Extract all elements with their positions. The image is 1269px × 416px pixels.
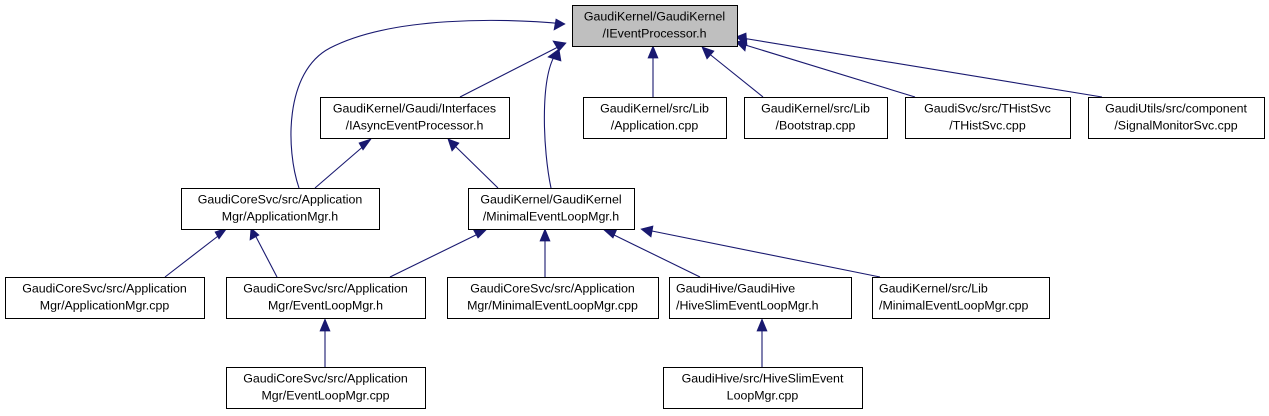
- dependency-edge: [290, 19, 566, 189]
- graph-node-applicationmgr-cpp[interactable]: GaudiCoreSvc/src/ApplicationMgr/Applicat…: [5, 277, 205, 319]
- dependency-edge: [164, 232, 223, 278]
- node-label-line1: GaudiCoreSvc/src/Application: [22, 282, 187, 296]
- node-label-line1: GaudiKernel/src/Lib: [879, 282, 988, 296]
- arrowhead-icon: [756, 318, 768, 332]
- node-label-line2: /Bootstrap.cpp: [776, 118, 856, 132]
- dependency-edge: [459, 45, 561, 98]
- dependency-edge: [314, 143, 367, 189]
- node-box: [572, 5, 738, 47]
- arrowhead-icon: [472, 228, 487, 239]
- graph-node-applicationmgr-h[interactable]: GaudiCoreSvc/src/ApplicationMgr/Applicat…: [181, 188, 380, 230]
- node-label-line1: GaudiHive/src/HiveSlimEvent: [682, 372, 844, 386]
- node-label-line2: /THistSvc.cpp: [949, 118, 1026, 132]
- graph-node-iasynceventprocessor[interactable]: GaudiKernel/Gaudi/Interfaces/IAsyncEvent…: [320, 97, 510, 139]
- graph-node-bootstrap-cpp[interactable]: GaudiKernel/src/Lib/Bootstrap.cpp: [744, 97, 888, 139]
- node-label-line1: GaudiKernel/GaudiKernel: [480, 193, 621, 207]
- node-label-line2: /MinimalEventLoopMgr.h: [483, 209, 619, 223]
- graph-node-hiveslimeventloopmgr-h[interactable]: GaudiHive/GaudiHive/HiveSlimEventLoopMgr…: [669, 277, 852, 319]
- arrowhead-icon: [539, 228, 551, 242]
- node-layer: GaudiKernel/GaudiKernel/IEventProcessor.…: [5, 5, 1265, 409]
- node-label-line1: GaudiSvc/src/THistSvc: [924, 102, 1051, 116]
- node-label-line1: GaudiCoreSvc/src/Application: [243, 372, 408, 386]
- dependency-edge: [389, 232, 481, 278]
- node-box: [583, 97, 727, 139]
- arrowhead-icon: [553, 18, 566, 31]
- arrowhead-icon: [358, 138, 372, 151]
- node-label-line1: GaudiKernel/src/Lib: [761, 102, 870, 116]
- node-box: [872, 277, 1050, 319]
- node-label-line2: Mgr/ApplicationMgr.cpp: [40, 298, 170, 312]
- edge-layer: [164, 18, 1103, 367]
- graph-node-eventloopmgr-cpp[interactable]: GaudiCoreSvc/src/ApplicationMgr/EventLoo…: [226, 367, 426, 409]
- arrowhead-icon: [319, 318, 331, 332]
- node-label-line1: GaudiCoreSvc/src/Application: [198, 193, 363, 207]
- arrowhead-icon: [547, 48, 562, 62]
- node-label-line1: GaudiKernel/Gaudi/Interfaces: [333, 102, 496, 116]
- node-box: [1088, 97, 1265, 139]
- node-label-line2: LoopMgr.cpp: [727, 388, 799, 402]
- graph-node-hiveslimeventloopmgr-cpp[interactable]: GaudiHive/src/HiveSlimEventLoopMgr.cpp: [663, 367, 863, 409]
- node-label-line2: /MinimalEventLoopMgr.cpp: [879, 298, 1029, 312]
- graph-node-application-cpp[interactable]: GaudiKernel/src/Lib/Application.cpp: [583, 97, 727, 139]
- node-label-line1: GaudiHive/GaudiHive: [676, 282, 795, 296]
- node-box: [5, 277, 205, 319]
- dependency-edge: [609, 232, 701, 278]
- graph-node-signalmonitorsvc-cpp[interactable]: GaudiUtils/src/component/SignalMonitorSv…: [1088, 97, 1265, 139]
- node-label-line1: GaudiKernel/GaudiKernel: [584, 10, 725, 24]
- node-label-line2: Mgr/EventLoopMgr.h: [268, 298, 383, 312]
- node-box: [905, 97, 1071, 139]
- dependency-edge: [543, 54, 556, 189]
- graph-node-minimaleventloopmgr-cpp-lib[interactable]: GaudiKernel/src/Lib/MinimalEventLoopMgr.…: [872, 277, 1050, 319]
- arrowhead-icon: [603, 228, 618, 239]
- node-box: [447, 277, 659, 319]
- arrowhead-icon: [640, 225, 654, 238]
- node-label-line1: GaudiCoreSvc/src/Application: [243, 282, 408, 296]
- node-box: [226, 277, 426, 319]
- node-box: [226, 367, 426, 409]
- node-box: [468, 188, 635, 230]
- arrowhead-icon: [647, 45, 659, 59]
- node-label-line2: Mgr/ApplicationMgr.h: [222, 209, 338, 223]
- node-box: [181, 188, 380, 230]
- graph-node-minimaleventloopmgr-h[interactable]: GaudiKernel/GaudiKernel/MinimalEventLoop…: [468, 188, 635, 230]
- node-label-line1: GaudiCoreSvc/src/Application: [470, 282, 635, 296]
- node-label-line2: /IAsyncEventProcessor.h: [346, 118, 484, 132]
- node-label-line2: /IEventProcessor.h: [603, 26, 707, 40]
- graph-node-thistsvc-cpp[interactable]: GaudiSvc/src/THistSvc/THistSvc.cpp: [905, 97, 1071, 139]
- node-label-line2: /SignalMonitorSvc.cpp: [1114, 118, 1237, 132]
- arrowhead-icon: [447, 138, 460, 152]
- dependency-edge: [646, 229, 881, 278]
- node-label-line2: Mgr/MinimalEventLoopMgr.cpp: [467, 298, 638, 312]
- node-label-line2: Mgr/EventLoopMgr.cpp: [261, 388, 389, 402]
- node-label-line1: GaudiUtils/src/component: [1105, 102, 1247, 116]
- node-box: [663, 367, 863, 409]
- node-label-line1: GaudiKernel/src/Lib: [600, 102, 709, 116]
- arrowhead-icon: [735, 32, 748, 46]
- dependency-edge: [741, 43, 916, 98]
- dependency-edge: [706, 51, 764, 98]
- node-label-line2: /Application.cpp: [611, 118, 699, 132]
- dependency-edge: [253, 232, 278, 278]
- dependency-edge: [741, 37, 1103, 98]
- node-box: [744, 97, 888, 139]
- graph-node-eventloopmgr-h[interactable]: GaudiCoreSvc/src/ApplicationMgr/EventLoo…: [226, 277, 426, 319]
- arrowhead-icon: [552, 40, 567, 52]
- node-label-line2: /HiveSlimEventLoopMgr.h: [676, 298, 819, 312]
- dependency-edge: [452, 143, 499, 189]
- arrowhead-icon: [249, 227, 260, 241]
- arrowhead-icon: [701, 46, 715, 60]
- node-box: [669, 277, 852, 319]
- graph-node-minimaleventloopmgr-cpp-core[interactable]: GaudiCoreSvc/src/ApplicationMgr/MinimalE…: [447, 277, 659, 319]
- graph-node-ieventprocessor[interactable]: GaudiKernel/GaudiKernel/IEventProcessor.…: [572, 5, 738, 47]
- node-box: [320, 97, 510, 139]
